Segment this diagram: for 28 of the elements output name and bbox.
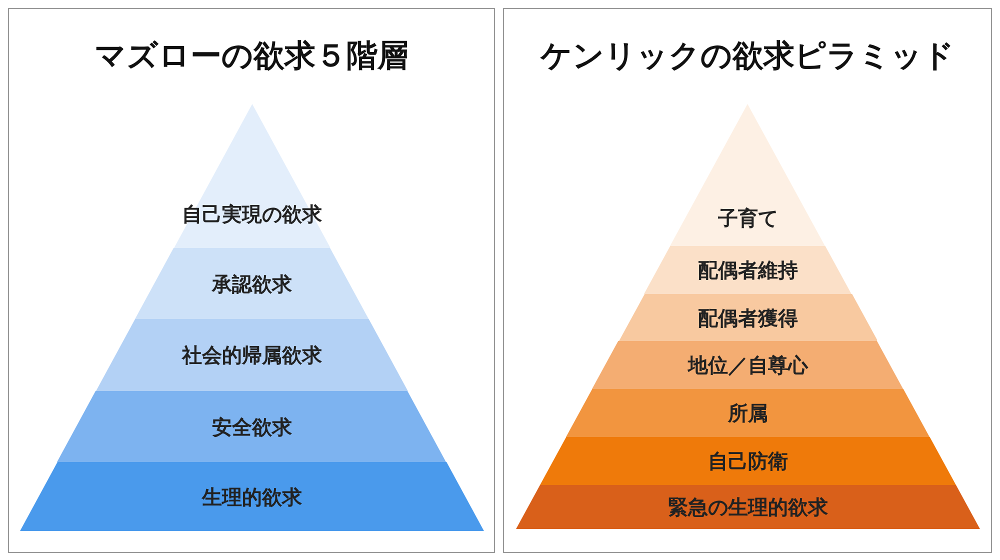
panel [8,8,495,553]
level-label: 承認欲求 [210,272,293,296]
level-label: 子育て [716,206,779,230]
title: マズローの欲求５階層 [94,37,410,76]
level-label: 緊急の生理的欲求 [667,495,829,519]
pyramid-level [592,341,904,389]
level-label: 自己実現の欲求 [180,202,323,226]
title: ケンリックの欲求ピラミッド [539,37,956,76]
pyramid-level [96,319,408,391]
level-label: 生理的欲求 [200,484,303,508]
pyramid-level [516,485,980,529]
level-label: 配偶者維持 [696,258,799,282]
level-label: 安全欲求 [210,414,293,438]
pyramid-level [618,294,878,341]
pyramid-level [57,391,446,462]
level-label: 所属 [726,401,769,425]
panel [503,8,992,553]
pyramid-level [566,389,930,437]
level-label: 自己防衛 [706,449,789,473]
pyramid-level [644,246,852,294]
level-label: 地位／自尊心 [686,353,810,377]
pyramid-level [174,104,330,248]
pyramid-level [20,462,484,531]
level-label: 配偶者獲得 [696,306,799,330]
pyramid-level [670,104,826,246]
pyramid-level [540,437,956,485]
level-label: 社会的帰属欲求 [180,343,323,367]
pyramid-level [135,248,369,319]
